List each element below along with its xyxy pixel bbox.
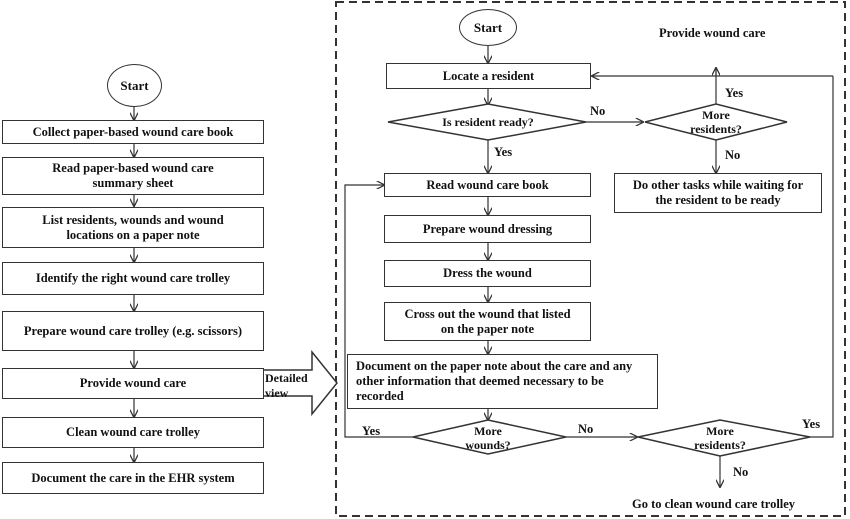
- diamond-more-residents-bottom: [637, 419, 811, 457]
- label-no-bottom-residents: No: [733, 465, 749, 479]
- step-document-ehr: Document the care in the EHR system: [2, 462, 264, 494]
- step-prepare-trolley: Prepare wound care trolley (e.g. scissor…: [2, 311, 264, 351]
- dress-wound-box: Dress the wound: [384, 260, 591, 287]
- label-yes-wounds: Yes: [362, 424, 381, 438]
- step-identify-trolley: Identify the right wound care trolley: [2, 262, 264, 295]
- detail-title: Provide wound care: [659, 26, 766, 40]
- diamond-more-wounds: [412, 419, 567, 455]
- label-no-ready: No: [590, 104, 606, 118]
- detail-start-node: Start: [459, 9, 517, 46]
- detailed-view-arrow: [261, 349, 338, 417]
- step-list-residents: List residents, wounds and wound locatio…: [2, 207, 264, 248]
- step-provide-care: Provide wound care: [2, 368, 264, 399]
- arrow-bottom-residents-yes: [810, 76, 834, 438]
- label-yes-bottom-residents: Yes: [802, 417, 821, 431]
- document-note-box: Document on the paper note about the car…: [347, 354, 658, 409]
- arrow-wounds-yes: [344, 185, 415, 438]
- step-collect-book: Collect paper-based wound care book: [2, 120, 264, 144]
- more-wounds-label: More wounds?: [465, 424, 511, 452]
- more-residents-bottom-label: More residents?: [694, 424, 746, 452]
- left-start-node: Start: [107, 64, 162, 107]
- resident-ready-label: Is resident ready?: [442, 115, 534, 129]
- detail-frame: [335, 1, 846, 517]
- step-clean-trolley: Clean wound care trolley: [2, 417, 264, 448]
- label-no-more-residents: No: [725, 148, 741, 162]
- read-book-box: Read wound care book: [384, 173, 591, 197]
- cross-out-box: Cross out the wound that listed on the p…: [384, 302, 591, 341]
- label-yes-more-residents: Yes: [725, 86, 744, 100]
- diamond-more-residents-top: [644, 103, 788, 141]
- locate-resident-box: Locate a resident: [386, 63, 591, 89]
- diamond-resident-ready: [387, 103, 587, 141]
- prepare-dressing-box: Prepare wound dressing: [384, 215, 591, 243]
- detailed-view-label: Detailed view: [265, 371, 308, 400]
- label-no-wounds: No: [578, 422, 594, 436]
- go-clean-label: Go to clean wound care trolley: [632, 497, 796, 511]
- step-read-summary: Read paper-based wound care summary shee…: [2, 157, 264, 195]
- label-yes-ready: Yes: [494, 145, 513, 159]
- more-residents-top-label: More residents?: [690, 108, 742, 136]
- do-other-tasks-box: Do other tasks while waiting for the res…: [614, 173, 822, 213]
